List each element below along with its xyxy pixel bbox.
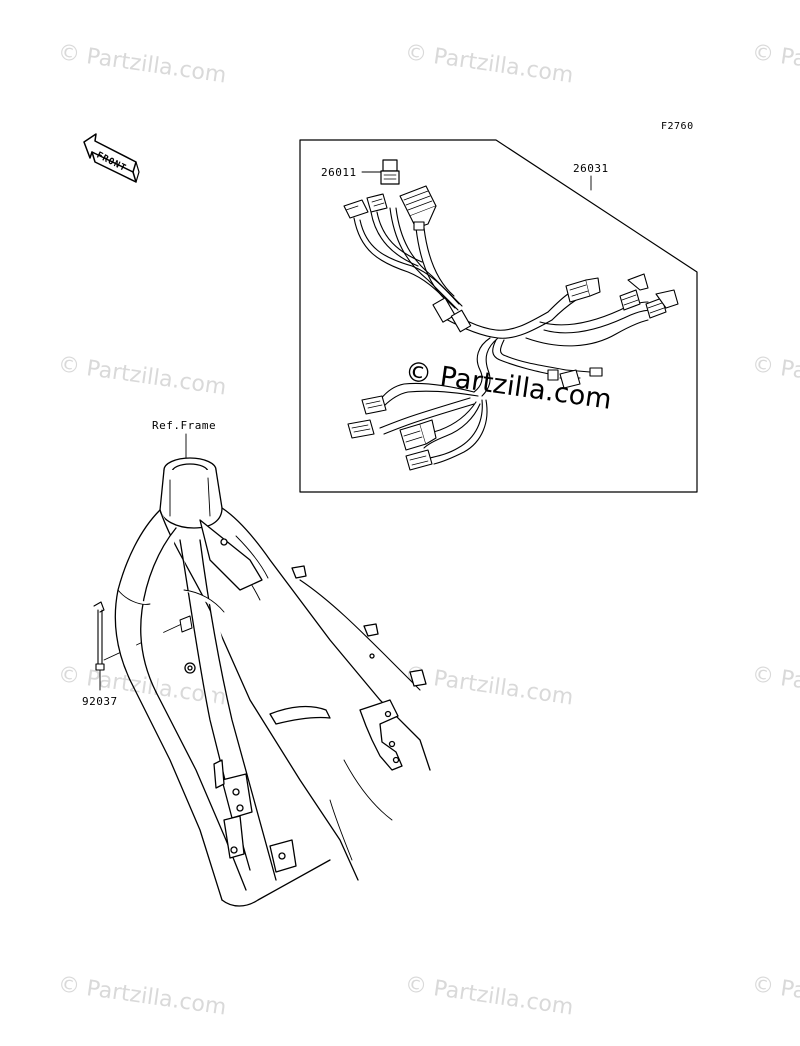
- connector-26011: [380, 159, 400, 185]
- wiring-harness: [353, 207, 653, 465]
- motorcycle-frame: [114, 457, 431, 907]
- frame-tab: [179, 615, 193, 633]
- harness-group-box: [299, 139, 698, 493]
- part-number-26031: 26031: [573, 162, 609, 175]
- front-arrow-icon: [83, 133, 140, 183]
- harness-connectors: [343, 185, 679, 471]
- figure-code: F2760: [661, 121, 694, 132]
- part-number-26011: 26011: [321, 166, 357, 179]
- ref-frame-label: Ref.Frame: [152, 419, 217, 432]
- part-number-92037: 92037: [82, 695, 118, 708]
